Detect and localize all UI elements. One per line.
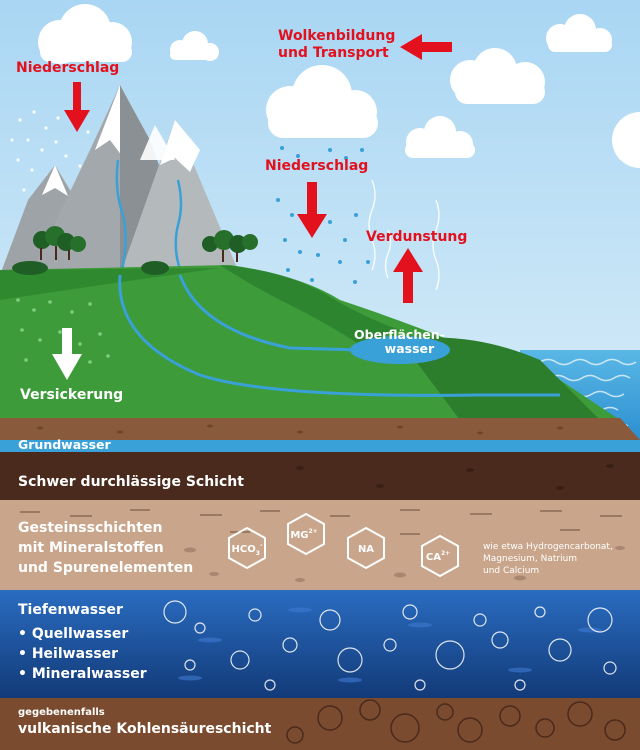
arrow-down-icon <box>52 328 82 380</box>
stream <box>115 159 184 276</box>
label-tiefenwasser: Tiefenwasser • Quellwasser • Heilwasser … <box>18 602 147 684</box>
cloud-icon <box>405 116 475 158</box>
label-niederschlag-mid: Niederschlag <box>265 158 369 174</box>
hill-shade <box>0 268 220 300</box>
list-item: • Heilwasser <box>18 646 119 662</box>
volcanic-bubbles <box>286 699 626 744</box>
cloud-icon <box>170 31 219 61</box>
hexagon-icon <box>228 512 459 578</box>
river <box>118 274 560 397</box>
dark-specks <box>296 464 614 490</box>
label-niederschlag-left: Niederschlag <box>16 60 120 76</box>
label-versickerung: Versickerung <box>20 387 124 403</box>
steam-icon <box>368 179 440 291</box>
mineral-label-ca: CA2+ <box>426 550 450 563</box>
list-item: • Quellwasser <box>18 626 129 642</box>
hill-shade <box>220 265 400 345</box>
snow-icon <box>10 110 106 192</box>
label-mineral-note: wie etwa Hydrogencarbonat, Magnesium, Na… <box>483 542 613 576</box>
rock-layer <box>0 500 640 590</box>
mineral-label-na: NA <box>358 544 374 555</box>
label-verdunstung: Verdunstung <box>366 229 468 245</box>
arrow-down-icon <box>64 82 90 132</box>
tree-icon <box>33 226 86 260</box>
cloud-icon <box>450 48 545 104</box>
cloud-icon <box>546 14 612 52</box>
cloud-icon <box>38 4 132 64</box>
list-item: • Mineralwasser <box>18 666 147 682</box>
bush-icon <box>12 261 169 275</box>
label-oberflaechenwasser: Oberflächen- wasser <box>354 327 445 356</box>
arrow-down-icon <box>297 182 327 238</box>
surface-water <box>350 336 450 364</box>
label-grundwasser: Grundwasser <box>18 437 111 452</box>
rock-specks <box>184 546 625 582</box>
arrow-left-icon <box>400 34 452 60</box>
cloud-icon <box>266 65 378 138</box>
groundwater-layer <box>0 440 640 452</box>
mineral-label-hco3: HCO3- <box>232 542 263 557</box>
impermeable-layer <box>0 452 640 500</box>
tiefenwasser-list: • Quellwasser • Heilwasser • Mineralwass… <box>18 624 147 684</box>
hill-shade <box>400 337 600 420</box>
soil-specks <box>37 424 563 435</box>
label-wolkenbildung: Wolkenbildung und Transport <box>278 28 396 61</box>
tree-icon <box>202 230 258 262</box>
label-gesteinsschichten: Gesteinsschichten mit Mineralstoffen und… <box>18 520 194 576</box>
bubble-icon <box>163 600 617 691</box>
infiltration-drops <box>16 298 110 364</box>
arrow-up-icon <box>393 248 423 303</box>
cloud-icon <box>612 112 640 168</box>
mineral-label-mg: MG2+ <box>290 528 317 541</box>
deep-water <box>0 590 640 698</box>
label-kohlensaeure: gegebenenfalls vulkanische Kohlensäuresc… <box>18 707 272 737</box>
label-schwer-durchlaessig: Schwer durchlässige Schicht <box>18 474 244 490</box>
